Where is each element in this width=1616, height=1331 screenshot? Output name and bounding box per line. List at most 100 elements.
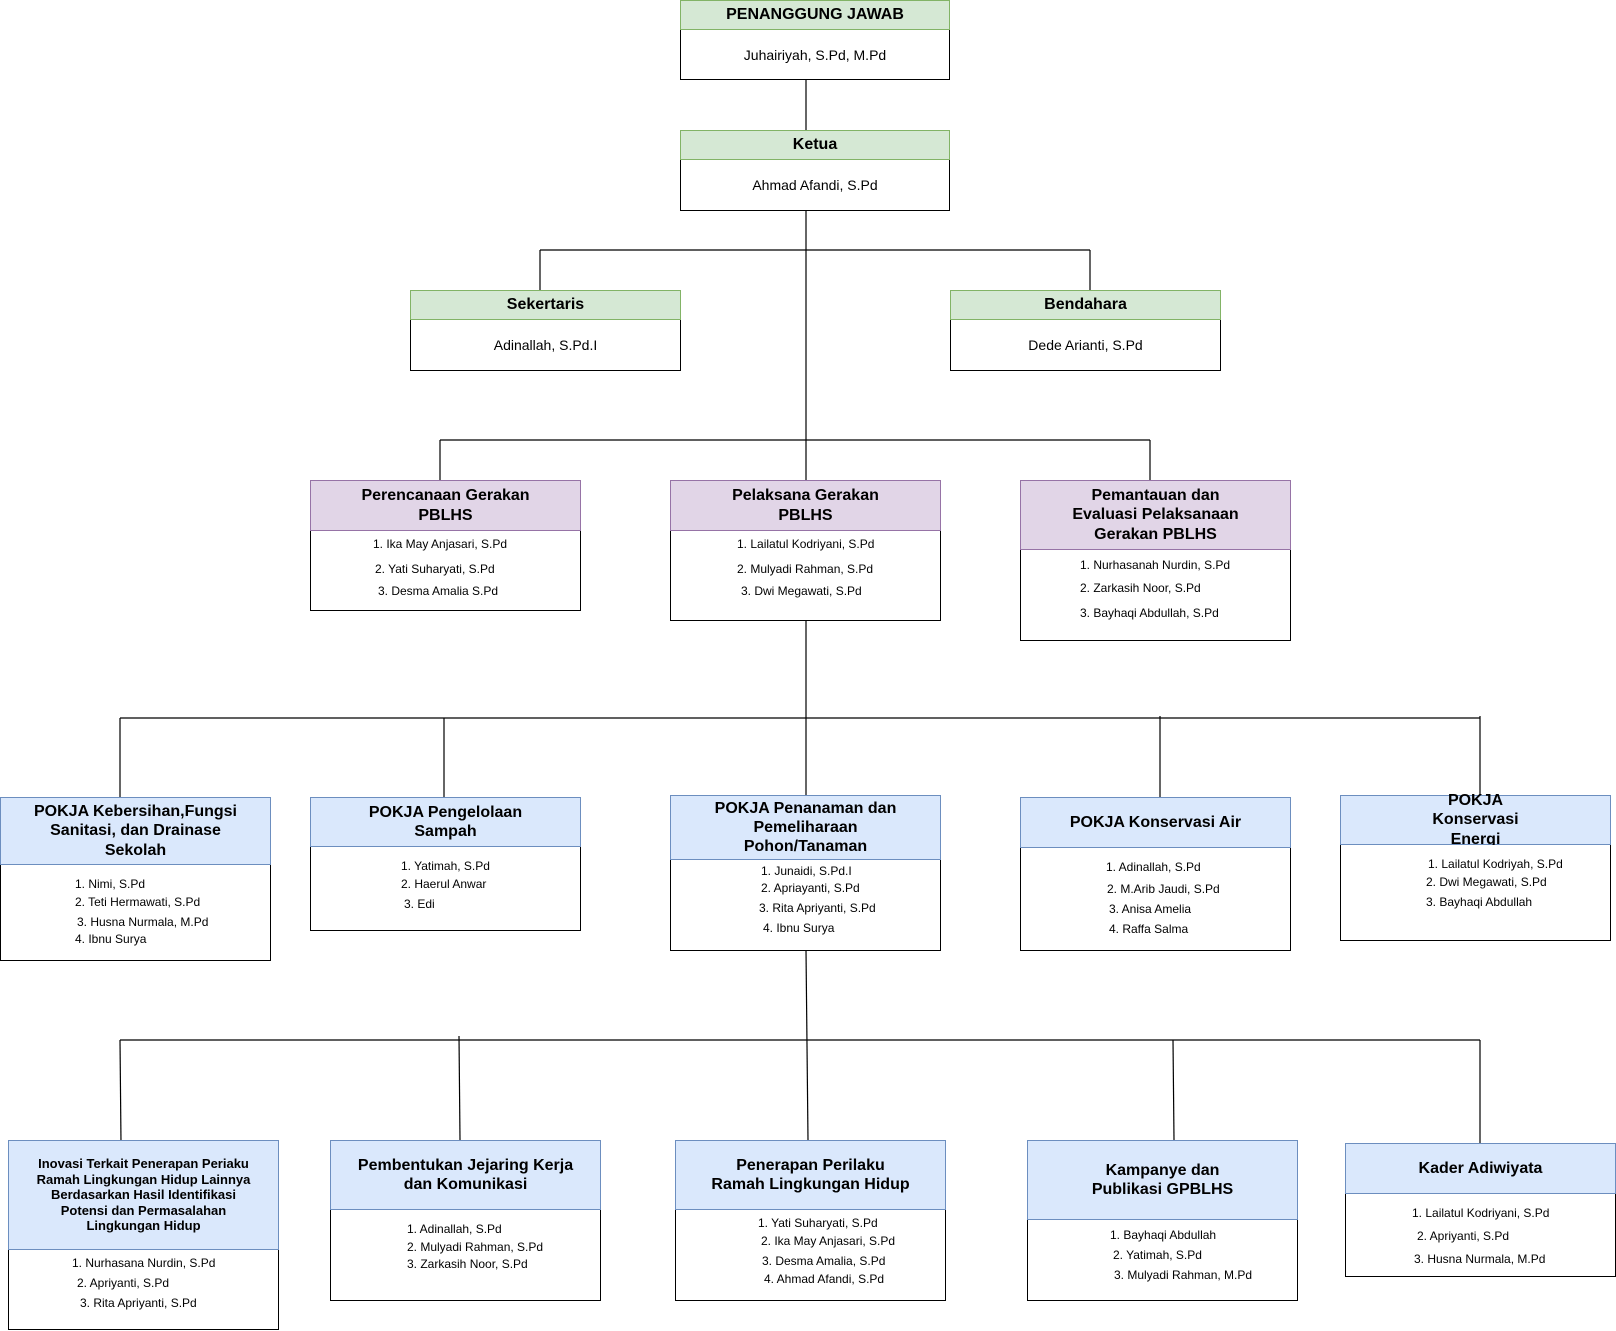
member-item: 2. Mulyadi Rahman, S.Pd [737, 562, 874, 576]
pokja-air-title: POKJA Konservasi Air [1020, 797, 1291, 848]
pokja-kebersihan-body: 1. Nimi, S.Pd 2. Teti Hermawati, S.Pd 3.… [0, 865, 271, 961]
member-item: 1. Lailatul Kodriyani, S.Pd [1412, 1206, 1550, 1220]
sekertaris-name: Adinallah, S.Pd.I [493, 337, 598, 353]
member-item: 1. Lailatul Kodriyani, S.Pd [737, 537, 875, 551]
pokja-energi-title: POKJA Konservasi Energi [1340, 792, 1611, 848]
pemantauan-box: Pemantauan dan Evaluasi Pelaksanaan Gera… [1020, 480, 1291, 641]
member-item: 1. Bayhaqi Abdullah [1110, 1228, 1217, 1242]
pokja-energi-box: POKJA Konservasi Energi 1. Lailatul Kodr… [1340, 792, 1611, 941]
pemantauan-title: Pemantauan dan Evaluasi Pelaksanaan Gera… [1020, 480, 1291, 550]
jejaring-title: Pembentukan Jejaring Kerja dan Komunikas… [330, 1140, 601, 1210]
member-item: 3. Desma Amalia, S.Pd [762, 1254, 886, 1268]
pemantauan-body: 1. Nurhasanah Nurdin, S.Pd 2. Zarkasih N… [1020, 550, 1291, 641]
member-item: 3. Mulyadi Rahman, M.Pd [1114, 1268, 1253, 1282]
inovasi-title: Inovasi Terkait Penerapan Periaku Ramah … [8, 1140, 279, 1250]
member-item: 1. Junaidi, S.Pd.I [761, 864, 852, 878]
member-item: 2. Ika May Anjasari, S.Pd [761, 1234, 896, 1248]
pelaksana-title: Pelaksana Gerakan PBLHS [670, 480, 941, 531]
member-item: 2. Dwi Megawati, S.Pd [1426, 875, 1547, 889]
member-item: 2. Teti Hermawati, S.Pd [75, 895, 201, 909]
perencanaan-title: Perencanaan Gerakan PBLHS [310, 480, 581, 531]
jejaring-body: 1. Adinallah, S.Pd 2. Mulyadi Rahman, S.… [330, 1210, 601, 1301]
member-item: 1. Adinallah, S.Pd [407, 1222, 502, 1236]
inovasi-body: 1. Nurhasana Nurdin, S.Pd 2. Apriyanti, … [8, 1250, 279, 1330]
member-item: 3. Rita Apriyanti, S.Pd [80, 1296, 197, 1310]
member-item: 1. Nimi, S.Pd [75, 877, 146, 891]
member-item: 3. Rita Apriyanti, S.Pd [759, 901, 876, 915]
member-item: 2. Mulyadi Rahman, S.Pd [407, 1240, 544, 1254]
bendahara-name: Dede Arianti, S.Pd [1028, 337, 1143, 353]
perencanaan-body: 1. Ika May Anjasari, S.Pd 2. Yati Suhary… [310, 531, 581, 611]
kader-title: Kader Adiwiyata [1345, 1143, 1616, 1194]
member-item: 1. Yatimah, S.Pd [401, 859, 490, 873]
pokja-penanaman-body: 1. Junaidi, S.Pd.I 2. Apriayanti, S.Pd 3… [670, 860, 941, 951]
penanggung-jawab-body: Juhairiyah, S.Pd, M.Pd [680, 30, 950, 80]
pokja-kebersihan-box: POKJA Kebersihan,Fungsi Sanitasi, dan Dr… [0, 797, 271, 961]
sekertaris-title: Sekertaris [410, 290, 681, 320]
member-item: 1. Adinallah, S.Pd [1106, 860, 1201, 874]
penerapan-title: Penerapan Perilaku Ramah Lingkungan Hidu… [675, 1140, 946, 1210]
sekertaris-box: Sekertaris Adinallah, S.Pd.I [410, 290, 681, 371]
member-item: 2. M.Arib Jaudi, S.Pd [1107, 882, 1220, 896]
member-item: 2. Apriayanti, S.Pd [761, 881, 860, 895]
kampanye-title: Kampanye dan Publikasi GPBLHS [1027, 1140, 1298, 1220]
kader-box: Kader Adiwiyata 1. Lailatul Kodriyani, S… [1345, 1143, 1616, 1277]
member-item: 4. Ibnu Surya [75, 932, 147, 946]
member-item: 2. Apriyanti, S.Pd [1417, 1229, 1510, 1243]
pokja-air-body: 1. Adinallah, S.Pd 2. M.Arib Jaudi, S.Pd… [1020, 848, 1291, 951]
member-item: 3. Desma Amalia S.Pd [378, 584, 499, 598]
member-item: 2. Zarkasih Noor, S.Pd [1080, 581, 1201, 595]
bendahara-title: Bendahara [950, 290, 1221, 320]
member-item: 2. Yatimah, S.Pd [1113, 1248, 1202, 1262]
pokja-sampah-title: POKJA Pengelolaan Sampah [310, 797, 581, 847]
member-item: 2. Haerul Anwar [401, 877, 487, 891]
pokja-sampah-box: POKJA Pengelolaan Sampah 1. Yatimah, S.P… [310, 797, 581, 931]
kader-body: 1. Lailatul Kodriyani, S.Pd 2. Apriyanti… [1345, 1194, 1616, 1277]
member-item: 1. Ika May Anjasari, S.Pd [373, 537, 508, 551]
member-item: 3. Zarkasih Noor, S.Pd [407, 1257, 528, 1271]
member-item: 1. Nurhasana Nurdin, S.Pd [72, 1256, 216, 1270]
member-item: 2. Apriyanti, S.Pd [77, 1276, 170, 1290]
pokja-kebersihan-title: POKJA Kebersihan,Fungsi Sanitasi, dan Dr… [0, 797, 271, 865]
bendahara-box: Bendahara Dede Arianti, S.Pd [950, 290, 1221, 371]
member-item: 1. Lailatul Kodriyah, S.Pd [1428, 857, 1563, 871]
ketua-box: Ketua Ahmad Afandi, S.Pd [680, 130, 950, 211]
pelaksana-box: Pelaksana Gerakan PBLHS 1. Lailatul Kodr… [670, 480, 941, 621]
penerapan-body: 1. Yati Suharyati, S.Pd 2. Ika May Anjas… [675, 1210, 946, 1301]
member-item: 2. Yati Suharyati, S.Pd [375, 562, 495, 576]
perencanaan-box: Perencanaan Gerakan PBLHS 1. Ika May Anj… [310, 480, 581, 611]
penerapan-box: Penerapan Perilaku Ramah Lingkungan Hidu… [675, 1140, 946, 1301]
kampanye-body: 1. Bayhaqi Abdullah 2. Yatimah, S.Pd 3. … [1027, 1220, 1298, 1301]
connector [1172, 1039, 1175, 1141]
member-item: 3. Bayhaqi Abdullah, S.Pd [1080, 606, 1219, 620]
member-item: 3. Edi [404, 897, 435, 911]
member-item: 4. Ibnu Surya [763, 921, 835, 935]
ketua-title: Ketua [680, 130, 950, 160]
pokja-sampah-body: 1. Yatimah, S.Pd 2. Haerul Anwar 3. Edi [310, 847, 581, 931]
kampanye-box: Kampanye dan Publikasi GPBLHS 1. Bayhaqi… [1027, 1140, 1298, 1301]
connector [458, 1035, 461, 1141]
inovasi-box: Inovasi Terkait Penerapan Periaku Ramah … [8, 1140, 279, 1331]
member-item: 4. Ahmad Afandi, S.Pd [764, 1272, 885, 1286]
member-item: 3. Husna Nurmala, M.Pd [77, 915, 209, 929]
bendahara-body: Dede Arianti, S.Pd [950, 320, 1221, 371]
ketua-body: Ahmad Afandi, S.Pd [680, 160, 950, 211]
sekertaris-body: Adinallah, S.Pd.I [410, 320, 681, 371]
pokja-penanaman-title: POKJA Penanaman dan Pemeliharaan Pohon/T… [670, 795, 941, 860]
penanggung-jawab-name: Juhairiyah, S.Pd, M.Pd [743, 46, 887, 63]
connector [119, 1039, 122, 1144]
member-item: 3. Husna Nurmala, M.Pd [1414, 1252, 1546, 1266]
penanggung-jawab-box: PENANGGUNG JAWAB Juhairiyah, S.Pd, M.Pd [680, 0, 950, 80]
jejaring-box: Pembentukan Jejaring Kerja dan Komunikas… [330, 1140, 601, 1301]
ketua-name: Ahmad Afandi, S.Pd [752, 177, 878, 193]
member-item: 3. Anisa Amelia [1109, 902, 1192, 916]
member-item: 1. Nurhasanah Nurdin, S.Pd [1080, 558, 1231, 572]
penanggung-jawab-title: PENANGGUNG JAWAB [680, 0, 950, 30]
connector [805, 949, 809, 1141]
pelaksana-body: 1. Lailatul Kodriyani, S.Pd 2. Mulyadi R… [670, 531, 941, 621]
member-item: 3. Dwi Megawati, S.Pd [741, 584, 862, 598]
member-item: 3. Bayhaqi Abdullah [1426, 895, 1533, 909]
pokja-air-box: POKJA Konservasi Air 1. Adinallah, S.Pd … [1020, 797, 1291, 951]
pokja-penanaman-box: POKJA Penanaman dan Pemeliharaan Pohon/T… [670, 795, 941, 951]
